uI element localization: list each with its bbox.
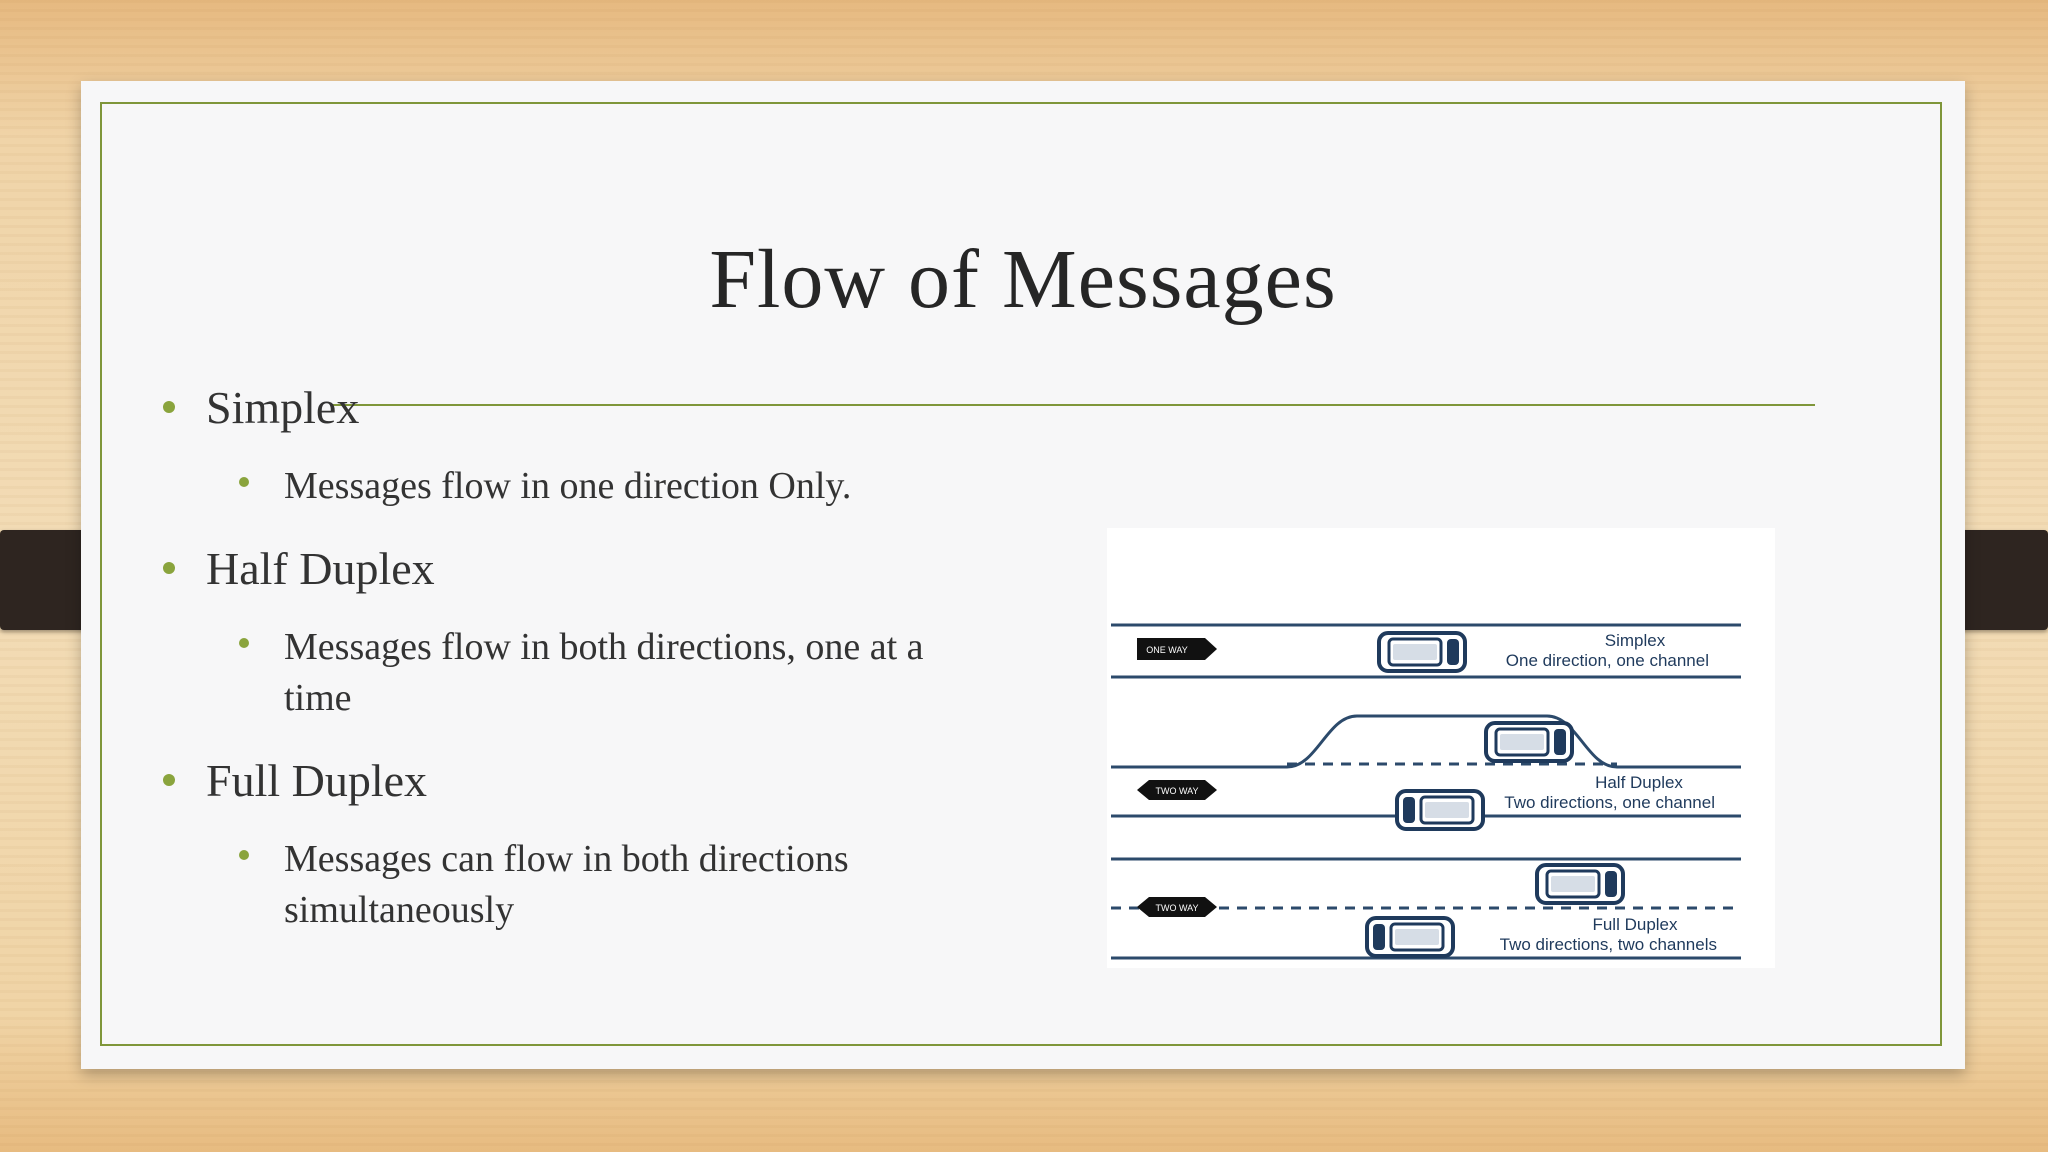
full-duplex-diagram-title: Full Duplex <box>1592 915 1678 934</box>
car-icon <box>1484 721 1574 763</box>
car-icon <box>1377 631 1467 673</box>
bullet-full-duplex: Full Duplex <box>206 755 428 806</box>
sub-bullet-full-duplex: Messages can flow in both directions sim… <box>284 834 1064 936</box>
bullet-half-duplex: Half Duplex <box>206 543 435 594</box>
simplex-road <box>1111 623 1741 679</box>
sign-label: TWO WAY <box>1156 786 1199 796</box>
car-icon <box>1365 916 1455 958</box>
half-duplex-diagram-caption: Two directions, one channel <box>1504 793 1715 812</box>
title-divider <box>331 404 1815 406</box>
car-icon <box>1395 789 1485 831</box>
bullet-dot <box>163 401 175 413</box>
full-duplex-diagram-caption: Two directions, two channels <box>1500 935 1717 954</box>
two-way-sign-icon: TWO WAY <box>1137 780 1217 800</box>
sub-bullet-line: Messages flow in both directions, one at… <box>284 626 924 668</box>
half-duplex-diagram-title: Half Duplex <box>1595 773 1683 792</box>
bullet-simplex: Simplex <box>206 382 360 433</box>
sign-label: TWO WAY <box>1156 903 1199 913</box>
sub-bullet-simplex: Messages flow in one direction Only. <box>284 465 852 507</box>
bullet-dot <box>163 774 175 786</box>
full-duplex-road <box>1111 857 1741 960</box>
simplex-diagram-title: Simplex <box>1605 631 1666 650</box>
sub-bullet-line: Messages can flow in both directions <box>284 838 849 880</box>
slide-border <box>100 102 1942 1046</box>
sub-bullet-dot <box>239 638 249 648</box>
sub-bullet-line: simultaneously <box>284 889 515 931</box>
sign-label: ONE WAY <box>1146 645 1188 655</box>
sub-bullet-dot <box>239 477 249 487</box>
two-way-sign-icon: TWO WAY <box>1137 897 1217 917</box>
slide-title: Flow of Messages <box>709 233 1337 326</box>
duplex-road-diagram: ONE WAY Simplex One direction, one chann… <box>1107 528 1775 968</box>
one-way-sign-icon: ONE WAY <box>1137 638 1217 660</box>
sub-bullet-line: time <box>284 677 352 719</box>
simplex-diagram-caption: One direction, one channel <box>1506 651 1709 670</box>
bullet-dot <box>163 562 175 574</box>
car-icon <box>1535 863 1625 905</box>
slide: Flow of Messages Simplex Messages flow i… <box>81 81 1965 1069</box>
sub-bullet-dot <box>239 850 249 860</box>
sub-bullet-half-duplex: Messages flow in both directions, one at… <box>284 622 1064 724</box>
